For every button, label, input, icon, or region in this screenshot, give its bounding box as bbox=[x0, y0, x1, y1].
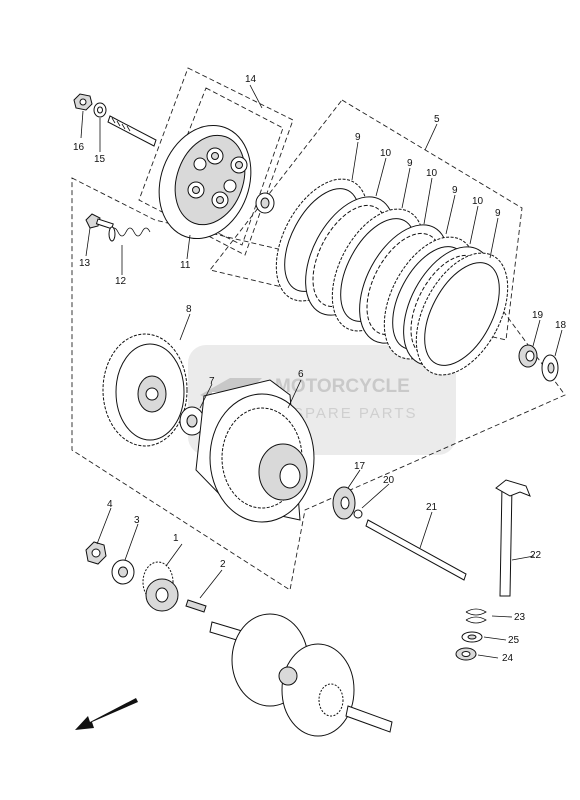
watermark-line1: MOTORCYCLE bbox=[275, 376, 410, 397]
callout-9: 9 bbox=[407, 158, 413, 169]
part-3-washer bbox=[111, 559, 135, 585]
callout-23: 23 bbox=[514, 612, 526, 623]
crankshaft bbox=[209, 613, 393, 737]
part-11-pressure-plate bbox=[158, 124, 252, 240]
callout-9: 9 bbox=[355, 132, 361, 143]
part-22-push-lever bbox=[495, 479, 531, 597]
part-12-spring bbox=[108, 226, 151, 242]
part-2-key bbox=[185, 599, 207, 613]
callout-9: 9 bbox=[452, 185, 458, 196]
callout-15: 15 bbox=[94, 154, 106, 165]
callout-4: 4 bbox=[107, 499, 113, 510]
callout-22: 22 bbox=[530, 550, 542, 561]
callout-labels: 1 2 3 4 5 6 7 8 9 9 9 9 10 10 10 11 12 1… bbox=[73, 74, 567, 664]
callout-16: 16 bbox=[73, 142, 85, 153]
front-direction-arrow bbox=[75, 698, 138, 730]
callout-13: 13 bbox=[79, 258, 91, 269]
callout-6: 6 bbox=[298, 369, 304, 380]
callout-12: 12 bbox=[115, 276, 127, 287]
part-4-nut bbox=[85, 541, 107, 565]
callout-1: 1 bbox=[173, 533, 179, 544]
part-9-friction-plate bbox=[415, 252, 509, 376]
callout-9: 9 bbox=[495, 208, 501, 219]
part-14-bolt bbox=[107, 115, 157, 147]
callout-21: 21 bbox=[426, 502, 438, 513]
callout-14: 14 bbox=[245, 74, 257, 85]
callout-24: 24 bbox=[502, 653, 514, 664]
callout-7: 7 bbox=[209, 376, 215, 387]
callout-5: 5 bbox=[434, 114, 440, 125]
part-13-bolt bbox=[85, 213, 114, 230]
part-18-washer bbox=[541, 354, 559, 382]
callout-8: 8 bbox=[186, 304, 192, 315]
part-16-nut bbox=[73, 93, 93, 111]
part-1-primary-drive-gear bbox=[142, 561, 179, 612]
part-20-ball bbox=[353, 509, 363, 519]
part-21-push-rod bbox=[365, 519, 467, 581]
callout-10: 10 bbox=[472, 196, 484, 207]
part-11-bearing bbox=[255, 192, 275, 214]
part-25-washer bbox=[461, 631, 483, 643]
callout-10: 10 bbox=[426, 168, 438, 179]
part-23-spring bbox=[465, 608, 487, 624]
part-15-washer bbox=[93, 102, 107, 118]
callout-10: 10 bbox=[380, 148, 392, 159]
clutch-plate-group-outline bbox=[209, 99, 523, 341]
callout-11: 11 bbox=[180, 260, 191, 271]
pressure-plate-group-outline bbox=[138, 67, 294, 256]
part-24-oil-seal bbox=[455, 647, 477, 661]
callout-20: 20 bbox=[383, 475, 395, 486]
callout-19: 19 bbox=[532, 310, 544, 321]
callout-2: 2 bbox=[220, 559, 226, 570]
leader-lines bbox=[80, 84, 563, 659]
part-17-thrust-washer bbox=[332, 486, 356, 520]
callout-17: 17 bbox=[354, 461, 366, 472]
callout-18: 18 bbox=[555, 320, 567, 331]
part-8-clutch-boss bbox=[102, 333, 188, 447]
part-6-clutch-housing bbox=[195, 379, 315, 523]
clutch-plate-stack bbox=[275, 178, 509, 376]
part-19-collar bbox=[518, 344, 538, 368]
watermark-line2: SPARE PARTS bbox=[293, 405, 418, 422]
callout-3: 3 bbox=[134, 515, 140, 526]
callout-25: 25 bbox=[508, 635, 520, 646]
